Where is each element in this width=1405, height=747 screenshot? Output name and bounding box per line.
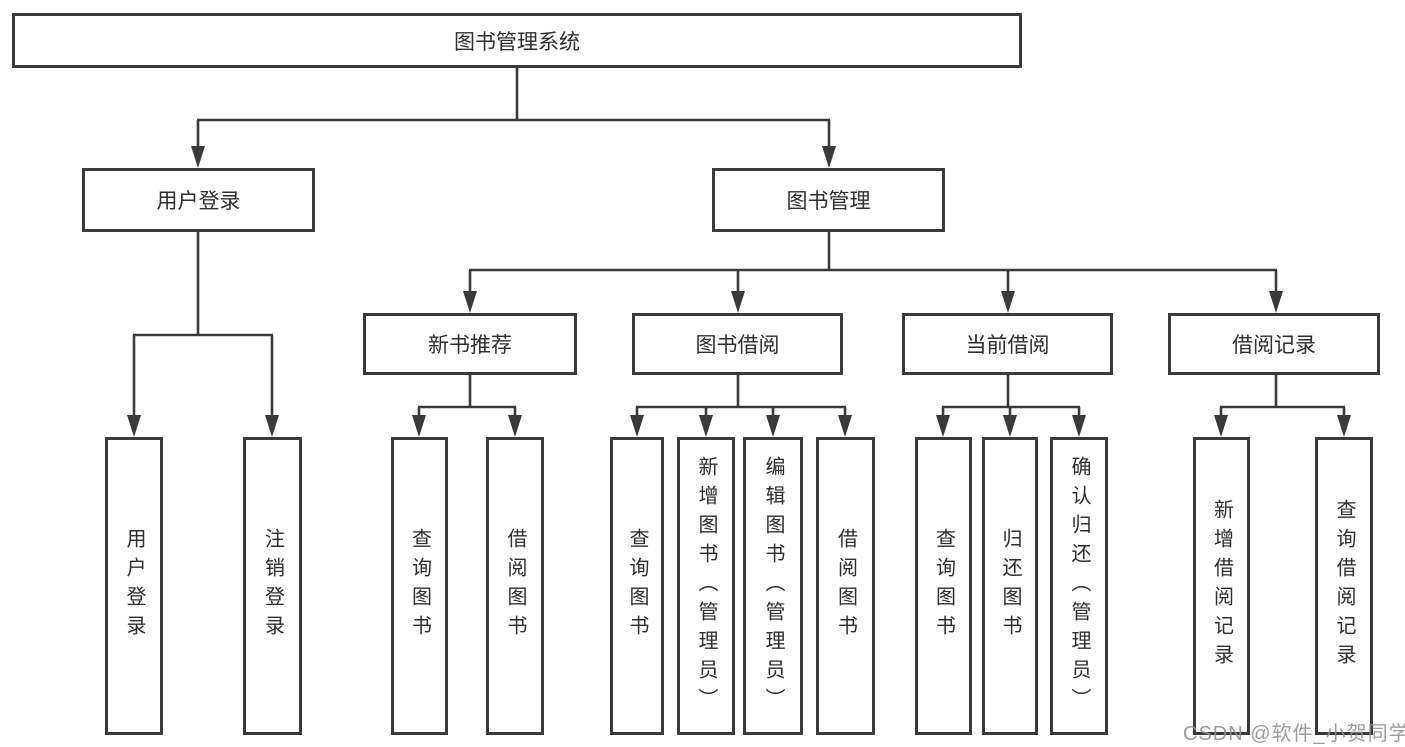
leaf-add-borrow-record-label: 新增借阅记录 (1210, 499, 1233, 673)
node-borrowing-records-label: 借阅记录 (1232, 334, 1316, 357)
arrow-down-icon (127, 415, 141, 437)
node-book-borrowing: 图书借阅 (632, 313, 843, 375)
leaf-borrow-books-recommend: 借阅图书 (486, 437, 544, 735)
leaf-query-books-recommend-label: 查询图书 (408, 528, 431, 644)
arrow-down-icon (630, 415, 644, 437)
node-new-book-recommendation-label: 新书推荐 (428, 334, 512, 357)
leaf-logout: 注销登录 (243, 437, 302, 735)
csdn-watermark: CSDN @软件_小贺同学 (1183, 723, 1405, 745)
arrow-down-icon (1269, 291, 1283, 313)
leaf-query-books-current-label: 查询图书 (932, 528, 955, 644)
arrow-down-icon (508, 415, 522, 437)
leaf-add-borrow-record: 新增借阅记录 (1193, 437, 1250, 735)
arrow-down-icon (1072, 415, 1086, 437)
node-root: 图书管理系统 (12, 13, 1022, 68)
arrow-down-icon (766, 415, 780, 437)
arrow-down-icon (1214, 415, 1228, 437)
leaf-query-books-borrowing: 查询图书 (610, 437, 664, 735)
arrow-down-icon (699, 415, 713, 437)
node-user-login-label: 用户登录 (156, 190, 241, 213)
leaf-borrow-books-recommend-label: 借阅图书 (504, 528, 526, 644)
arrow-down-icon (1337, 415, 1351, 437)
node-user-login: 用户登录 (82, 168, 315, 232)
leaf-borrow-books-borrowing-label: 借阅图书 (834, 528, 857, 644)
leaf-return-books: 归还图书 (982, 437, 1038, 735)
leaf-borrow-books-borrowing: 借阅图书 (816, 437, 875, 735)
arrow-down-icon (1001, 291, 1015, 313)
node-root-label: 图书管理系统 (454, 30, 580, 54)
arrow-down-icon (191, 146, 205, 168)
node-current-borrowing-label: 当前借阅 (965, 334, 1050, 357)
node-current-borrowing: 当前借阅 (902, 313, 1113, 375)
arrow-down-icon (265, 415, 279, 437)
leaf-confirm-return-admin-label: 确认归还（管理员） (1068, 455, 1090, 717)
leaf-confirm-return-admin: 确认归还（管理员） (1050, 437, 1108, 735)
node-book-management-label: 图书管理 (786, 190, 871, 213)
leaf-user-login: 用户登录 (105, 437, 163, 735)
leaf-add-books-admin: 新增图书（管理员） (677, 437, 735, 735)
arrow-down-icon (936, 415, 950, 437)
node-new-book-recommendation: 新书推荐 (363, 313, 577, 375)
leaf-logout-label: 注销登录 (261, 528, 284, 644)
arrow-down-icon (731, 291, 745, 313)
arrow-down-icon (838, 415, 852, 437)
leaf-edit-books-admin: 编辑图书（管理员） (743, 437, 803, 735)
node-book-borrowing-label: 图书借阅 (695, 334, 780, 357)
leaf-query-books-recommend: 查询图书 (391, 437, 448, 735)
node-book-management: 图书管理 (712, 168, 945, 232)
leaf-query-books-current: 查询图书 (915, 437, 972, 735)
arrow-down-icon (1003, 415, 1017, 437)
leaf-query-borrow-record: 查询借阅记录 (1315, 437, 1373, 735)
leaf-query-borrow-record-label: 查询借阅记录 (1333, 499, 1355, 673)
leaf-return-books-label: 归还图书 (999, 528, 1021, 644)
leaf-query-books-borrowing-label: 查询图书 (626, 528, 648, 644)
arrow-down-icon (822, 146, 836, 168)
leaf-edit-books-admin-label: 编辑图书（管理员） (762, 455, 784, 717)
arrow-down-icon (463, 291, 477, 313)
arrow-down-icon (412, 415, 426, 437)
node-borrowing-records: 借阅记录 (1168, 313, 1380, 375)
leaf-user-login-label: 用户登录 (123, 528, 145, 644)
leaf-add-books-admin-label: 新增图书（管理员） (695, 455, 717, 717)
